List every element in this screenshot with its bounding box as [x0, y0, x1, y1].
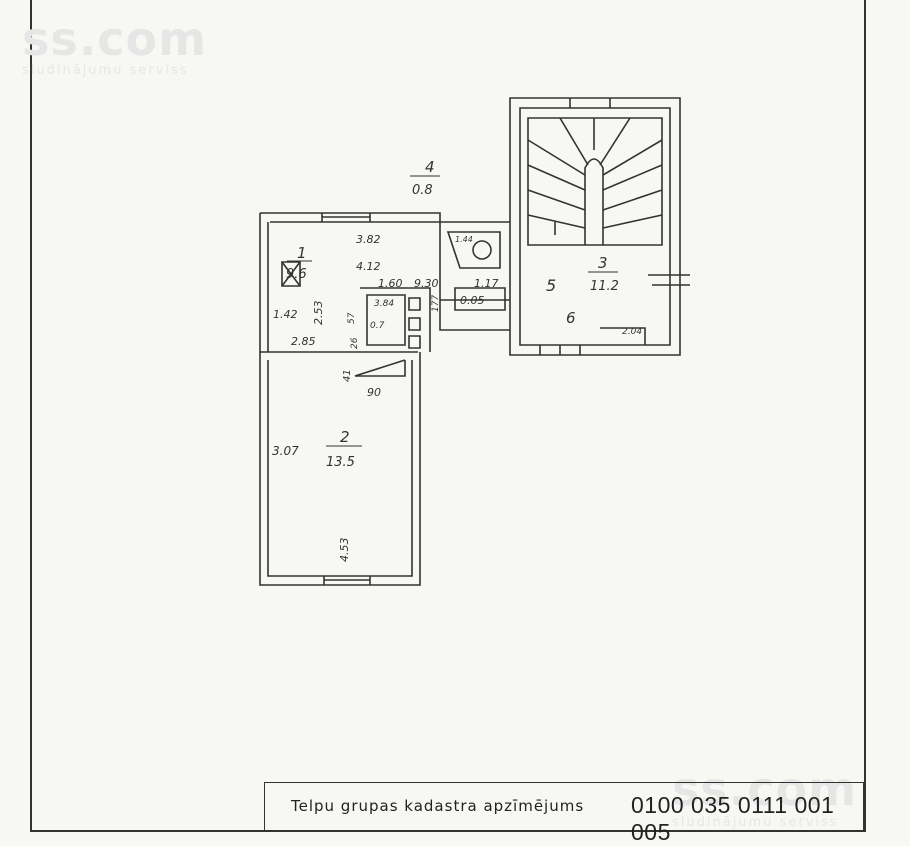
dim-41: 41	[342, 369, 353, 382]
room-4-wall	[439, 222, 510, 331]
window-bottom	[323, 576, 371, 585]
bathroom-fixture	[366, 294, 406, 346]
room-1-top-wall	[260, 212, 510, 223]
dim-0-05: 0.05	[460, 294, 485, 307]
room-5-box	[454, 287, 506, 311]
watermark-tagline-bottom: sludinājumu serviss	[672, 815, 839, 830]
title-block-label: Telpu grupas kadastra apzīmējums	[291, 797, 585, 815]
watermark-tagline-top: sludinājumu serviss	[22, 63, 189, 78]
title-block: Telpu grupas kadastra apzīmējums 0100 03…	[264, 782, 864, 845]
room-4-area: 0.8	[412, 183, 433, 198]
dim-177: 177	[431, 295, 441, 312]
room-4-number: 4	[425, 158, 435, 176]
room-2-number: 2	[340, 428, 350, 446]
dim-1-44: 1.44	[455, 235, 473, 244]
cadastral-code: 0100 035 0111 001 005	[631, 792, 835, 845]
sheet-frame-bottom	[30, 830, 866, 832]
room-1-number: 1	[297, 244, 307, 262]
dim-4-53: 4.53	[338, 538, 351, 563]
dim-3-84: 3.84	[374, 299, 394, 309]
dim-0-7: 0.7	[370, 321, 385, 331]
sheet-frame-right	[864, 0, 866, 832]
dim-1-64: 2.04	[622, 327, 642, 337]
room-3-wall	[509, 97, 681, 356]
room-4-fixture	[446, 231, 501, 269]
stair-well	[584, 158, 604, 245]
staircase	[527, 117, 663, 246]
room-3-number: 3	[598, 254, 608, 272]
dim-3-82: 3.82	[356, 233, 381, 246]
room-2-area: 13.5	[326, 455, 355, 470]
room-3-area: 11.2	[590, 279, 619, 294]
dim-1-17: 1.17	[474, 277, 499, 290]
door-swing	[355, 360, 406, 377]
dim-3-07: 3.07	[272, 444, 299, 458]
dim-1-42: 1.42	[273, 308, 298, 321]
room-2-wall	[259, 352, 421, 586]
dim-9-30: 9.30	[414, 277, 439, 290]
dim-1-60: 1.60	[378, 277, 403, 290]
dim-57: 57	[347, 312, 357, 324]
room-6-number: 6	[566, 309, 576, 327]
dim-2-53: 2.53	[312, 301, 325, 326]
dim-4-12: 4.12	[356, 260, 381, 273]
sheet-frame-left	[30, 0, 32, 832]
room-6-box	[600, 327, 646, 345]
watermark-brand-top: ss.com	[22, 12, 208, 66]
dim-2-85: 2.85	[291, 335, 316, 348]
dim-90: 90	[367, 386, 381, 399]
window-top	[321, 213, 371, 222]
dim-26: 26	[350, 337, 360, 349]
watermark-brand-bottom: ss.com	[672, 762, 858, 816]
room-1-area: 9.6	[286, 267, 307, 282]
room-5-number: 5	[546, 276, 556, 295]
bathroom-wall	[360, 287, 431, 352]
